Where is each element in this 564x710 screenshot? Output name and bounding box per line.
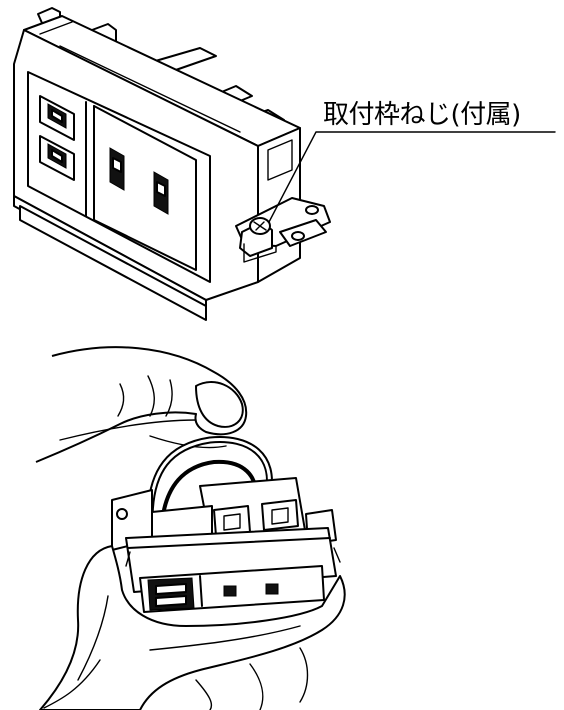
lower-hand xyxy=(39,545,346,710)
socket-slot-left xyxy=(223,585,237,597)
socket-slot-left xyxy=(109,147,125,191)
socket-slot-right xyxy=(265,583,279,595)
hands-installation-drawing xyxy=(35,346,346,710)
usb-port-upper xyxy=(39,95,75,141)
mounting-screw-label: 取付枠ねじ(付属) xyxy=(323,100,521,130)
callout-leader-line xyxy=(268,131,556,223)
usb-port-lower xyxy=(39,135,75,181)
outlet-module-drawing xyxy=(13,7,556,321)
frame-screw-bracket xyxy=(235,197,331,263)
upper-hand-thumb xyxy=(195,381,244,428)
socket-slot-right xyxy=(153,171,169,215)
